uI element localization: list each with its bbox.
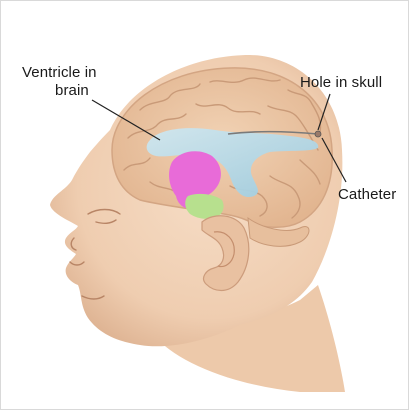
hole-in-skull-marker bbox=[315, 131, 321, 137]
catheter-label: Catheter bbox=[338, 186, 396, 204]
ventricle-label-line2: brain bbox=[22, 82, 97, 100]
hole-in-skull-label: Hole in skull bbox=[300, 74, 382, 92]
ventricle-label-line1: Ventricle in bbox=[22, 64, 97, 81]
ventricle-label: Ventricle in brain bbox=[22, 64, 97, 100]
